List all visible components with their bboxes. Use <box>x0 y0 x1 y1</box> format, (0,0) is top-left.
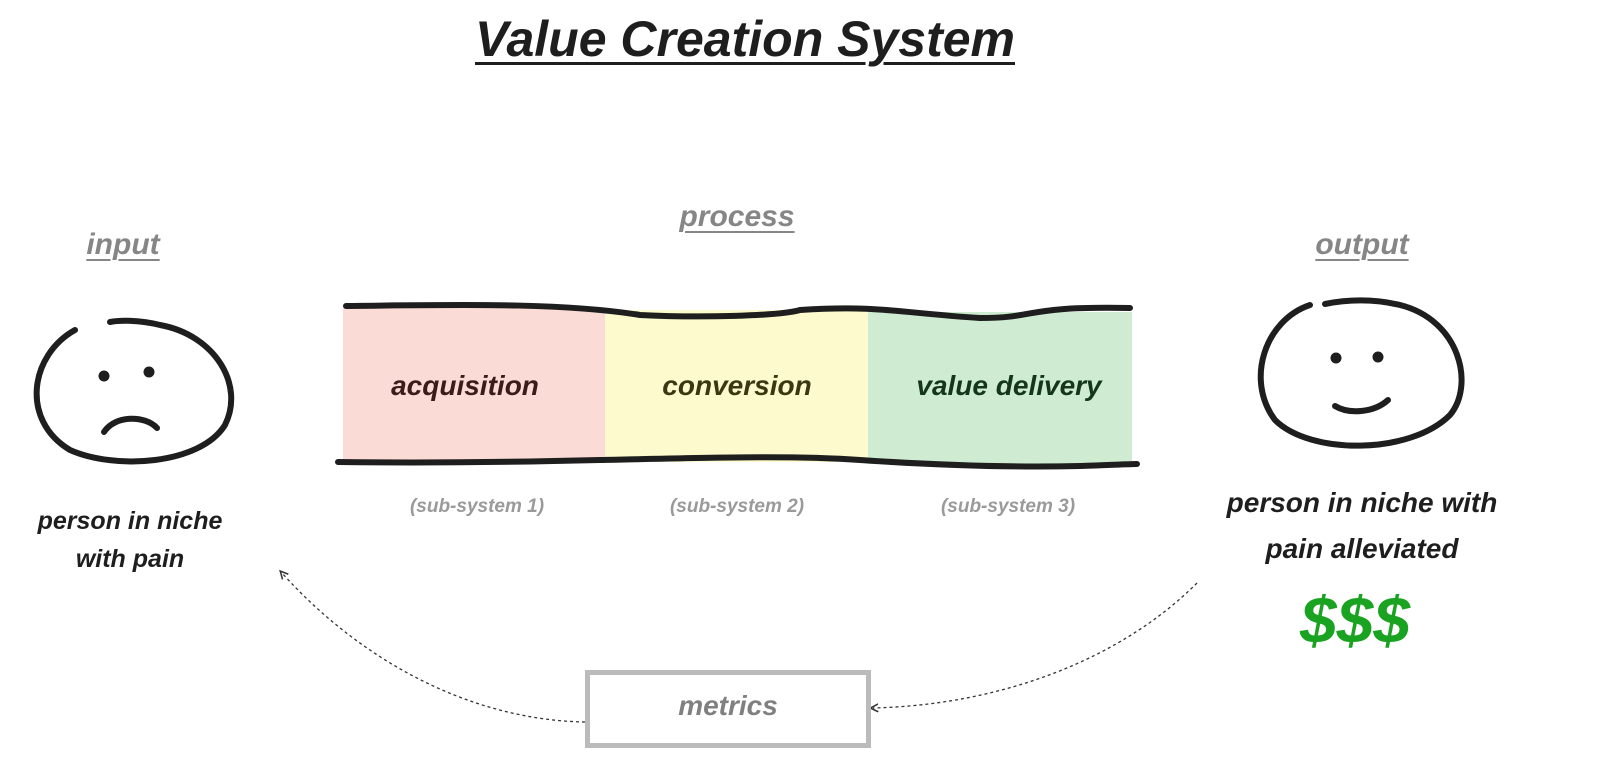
stage-value-delivery-label: value delivery <box>916 370 1102 401</box>
stage-acquisition-block <box>343 308 605 462</box>
input-heading: input <box>86 228 160 261</box>
stage-value-delivery-sub: (sub-system 3) <box>940 496 1076 517</box>
metrics-label: metrics <box>678 690 778 721</box>
input-description: person in niche with pain <box>38 502 223 578</box>
stage-acquisition-label: acquisition <box>391 370 539 401</box>
process-bottom-line <box>335 454 1140 470</box>
page-title: Value Creation System <box>474 11 1016 67</box>
process-top-line <box>343 301 1133 322</box>
stage-conversion-sub: (sub-system 2) <box>669 496 805 517</box>
output-heading: output <box>1315 228 1409 261</box>
happy-face-icon <box>1257 297 1465 449</box>
output-line-2: pain alleviated <box>1265 533 1459 564</box>
output-description: person in niche with pain alleviated <box>1227 480 1498 572</box>
metrics-box <box>585 670 871 748</box>
stage-conversion-label: conversion <box>662 370 812 401</box>
process-heading: process <box>679 200 795 233</box>
stage-conversion-block <box>605 310 868 462</box>
stage-value-delivery-block <box>868 312 1132 464</box>
money-label: $$$ <box>1299 583 1411 657</box>
feedback-arrow-to-input <box>282 573 586 723</box>
stage-acquisition-sub: (sub-system 1) <box>409 496 545 517</box>
input-line-1: person in niche <box>37 507 223 535</box>
input-line-2: with pain <box>75 545 185 573</box>
sad-face-icon <box>33 317 235 465</box>
output-line-1: person in niche with <box>1226 487 1498 518</box>
feedback-arrow-to-metrics <box>873 582 1198 708</box>
process-bar <box>335 301 1140 470</box>
